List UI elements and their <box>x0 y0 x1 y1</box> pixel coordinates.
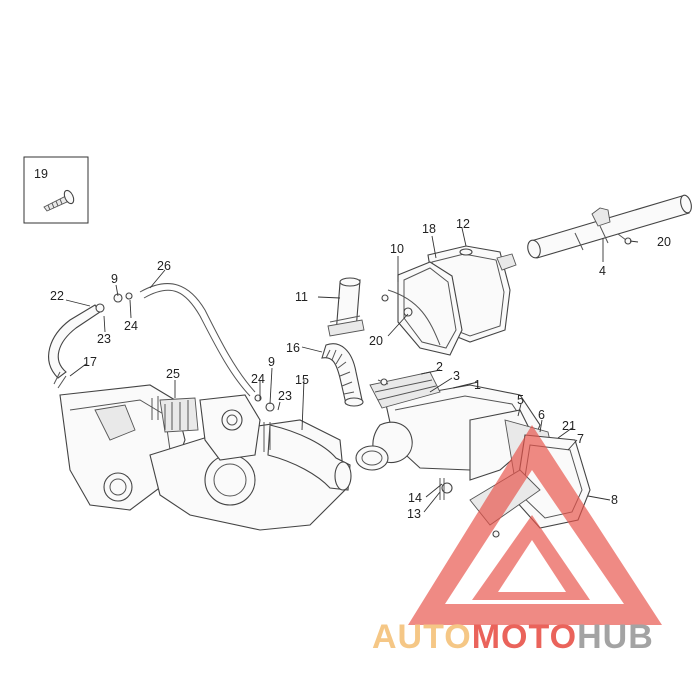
callout-6: 6 <box>538 408 545 422</box>
callout-18: 18 <box>422 222 436 236</box>
intake-housing <box>355 371 591 538</box>
callout-13: 13 <box>407 507 421 521</box>
callout-17: 17 <box>83 355 97 369</box>
callout-8: 8 <box>611 493 618 507</box>
breather-hoses <box>48 283 275 412</box>
screw-inset <box>23 156 89 224</box>
callout-14: 14 <box>408 491 422 505</box>
watermark-part-hub: HUB <box>577 618 654 656</box>
callout-15: 15 <box>295 373 309 387</box>
callout-12: 12 <box>456 217 470 231</box>
callout-11: 11 <box>295 290 308 304</box>
callout-7: 7 <box>577 432 584 446</box>
callout-1: 1 <box>474 378 481 392</box>
callout-labels: 1 2 3 4 5 6 7 8 9 9 10 11 12 13 14 15 16… <box>34 167 671 521</box>
screw-icon <box>43 189 75 212</box>
callout-5: 5 <box>517 393 524 407</box>
callout-3: 3 <box>453 369 460 383</box>
filter-cover <box>381 261 463 356</box>
intake-pipe <box>527 194 692 259</box>
watermark-part-moto: MOTO <box>472 618 577 656</box>
callout-26: 26 <box>157 259 171 273</box>
watermark: AUTOMOTOHUB <box>372 425 662 656</box>
callout-21: 21 <box>562 419 576 433</box>
callout-2: 2 <box>436 360 443 374</box>
callout-9-left: 9 <box>111 272 118 286</box>
warning-triangle-logo <box>408 425 662 625</box>
callout-20-left: 20 <box>369 334 383 348</box>
engine-assembly <box>59 384 352 531</box>
callout-9-right: 9 <box>268 355 275 369</box>
callout-24-right: 24 <box>251 372 265 386</box>
callout-19: 19 <box>34 167 48 181</box>
callout-20-right: 20 <box>657 235 671 249</box>
callout-24-left: 24 <box>124 319 138 333</box>
intake-snorkel <box>327 277 365 337</box>
callout-10: 10 <box>390 242 404 256</box>
small-fasteners <box>377 233 632 386</box>
callout-16: 16 <box>286 341 300 355</box>
bellows-hose <box>321 343 364 407</box>
leader-lines <box>65 227 639 513</box>
callout-25: 25 <box>166 367 180 381</box>
watermark-part-auto: AUTO <box>372 618 472 656</box>
callout-23-left: 23 <box>97 332 111 346</box>
callout-23-right: 23 <box>278 389 292 403</box>
callout-4: 4 <box>599 264 606 278</box>
watermark-text: AUTOMOTOHUB <box>372 618 654 656</box>
carburetor <box>151 394 271 461</box>
callout-22: 22 <box>50 289 64 303</box>
